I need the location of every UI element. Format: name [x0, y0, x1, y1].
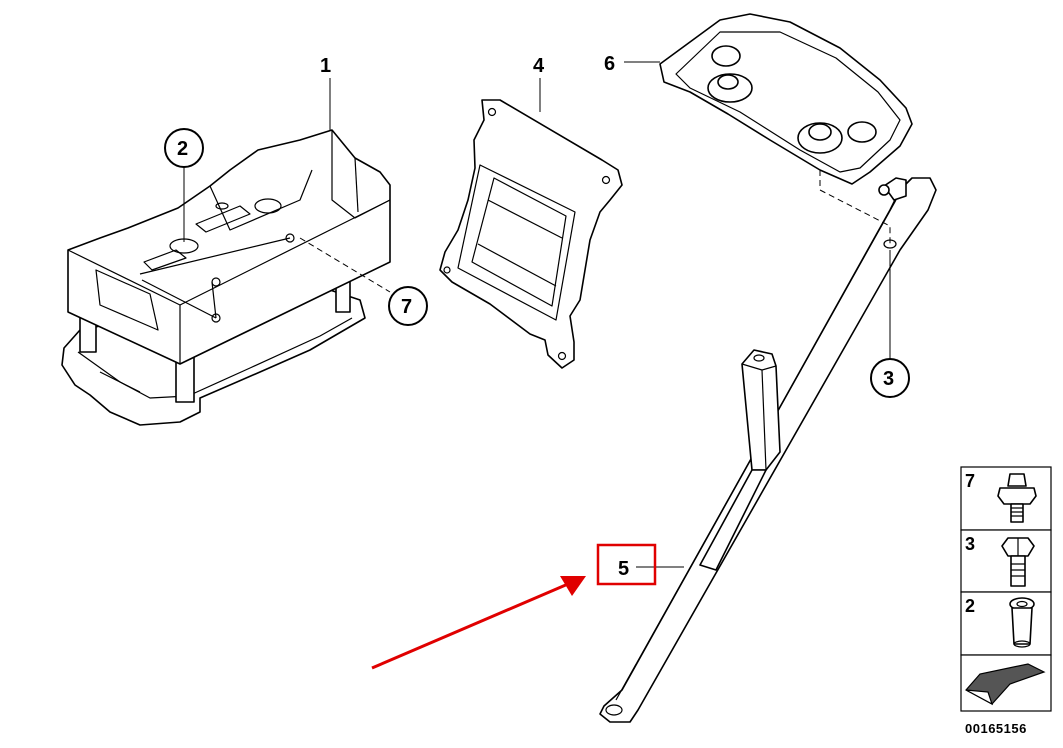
rubber-grommet-icon — [1009, 597, 1035, 648]
callout-2-label: 2 — [177, 138, 188, 160]
part-4-plate — [439, 99, 623, 369]
fastener-legend: 7 3 2 — [960, 466, 1052, 712]
legend-item-7: 7 — [965, 471, 975, 491]
collar-bolt-icon — [997, 473, 1037, 523]
part-6-cover — [659, 13, 913, 185]
direction-arrow-icon — [965, 663, 1046, 706]
callout-5: 5 — [618, 558, 629, 580]
legend-item-2: 2 — [965, 596, 975, 616]
callout-7: 7 — [388, 286, 428, 326]
callout-6: 6 — [604, 53, 615, 75]
callout-4: 4 — [533, 55, 545, 77]
part-1-tray — [61, 129, 391, 426]
callout-2: 2 — [164, 128, 204, 168]
red-pointer-arrow-icon — [371, 576, 586, 670]
callout-3-label: 3 — [883, 368, 894, 390]
callout-7-label: 7 — [401, 296, 412, 318]
legend-item-3: 3 — [965, 534, 975, 554]
callout-1: 1 — [320, 55, 331, 77]
document-number: 00165156 — [965, 721, 1027, 736]
hex-bolt-icon — [1001, 537, 1035, 587]
callout-3: 3 — [870, 358, 910, 398]
callout-5-highlight: 5 — [596, 543, 657, 586]
part-5-strut — [599, 177, 937, 723]
